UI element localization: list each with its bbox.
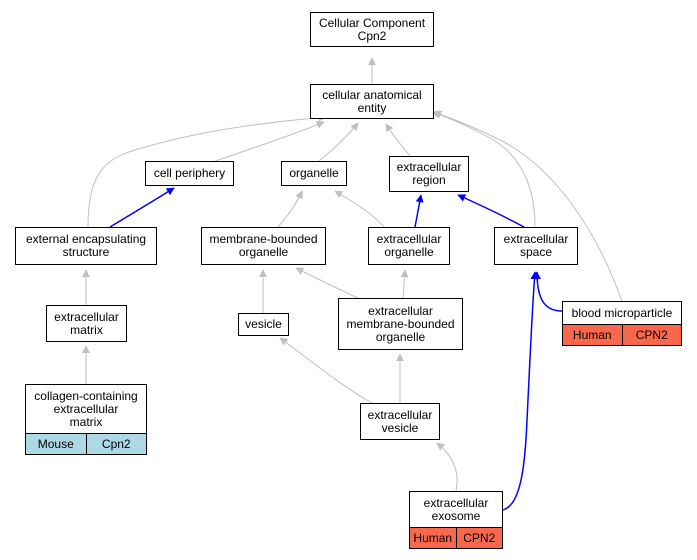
edge-ees-part-of-periphery [109,187,175,228]
node-label-line: entity [357,100,387,115]
edge-microparticle-part-of-space [533,271,563,312]
node-label-line: space [519,245,553,259]
node-label-line: membrane-bounded [346,316,455,331]
edge-space-part-of-region [457,194,525,228]
edge-extracellular-region-to-cae [385,123,411,157]
node-label: organelle [282,162,346,185]
node-label-line: extracellular [423,495,489,510]
node-label-line: extracellular [503,232,569,246]
species-tag: Mouse [26,434,86,454]
edge-cell-periphery-to-cae [214,121,325,162]
node-label-line: matrix [69,414,103,429]
node-label-line: extracellular [376,232,442,246]
edge-embo-to-mbo [295,267,359,299]
edge-exosome-part-of-space [502,271,539,511]
node-label: blood microparticle [563,302,681,324]
node-label-line: region [412,173,446,187]
gene-tag: Cpn2 [85,434,146,454]
node-label-line: external encapsulating [25,232,147,246]
node-label-line: extracellular [396,160,462,174]
node-label-line: extracellular [368,303,433,318]
edge-ev-to-vesicle [279,337,373,404]
edge-eo-to-organelle [334,190,385,228]
node-label-line: organelle [289,166,339,180]
node-label-line: vesicle [245,317,282,331]
node-label-line: organelle [384,245,434,259]
species-tag: Human [563,325,622,345]
edge-exosome-to-ev [436,442,458,492]
node-label-line: collagen-containing [34,388,138,403]
edge-microparticle-to-cae [433,110,623,302]
node-label-line: extracellular [367,407,433,422]
species-tag: Human [410,528,456,548]
node-label-line: cellular anatomical [322,87,422,102]
node-label-line: organelle [238,245,289,259]
edge-mbo-to-organelle [277,190,303,228]
gene-tag: CPN2 [455,528,502,548]
edge-organelle-to-cae [318,122,359,162]
edge-embo-to-eo [400,269,409,299]
node-label: cell periphery [146,162,233,185]
node-label-line: exosome [431,508,481,523]
node-label-line: Cpn2 [357,28,387,43]
node-label: vesicle [239,314,288,335]
node-label-line: extracellular [54,309,119,324]
node-vesicle[interactable]: vesicle [238,313,289,336]
node-label-line: matrix [70,322,103,337]
node-label-line: vesicle [381,420,419,435]
node-label-line: blood microparticle [571,305,673,320]
node-organelle[interactable]: organelle [281,161,347,186]
edge-space-to-cae [431,110,536,228]
edge-ees-to-cae [87,113,327,228]
node-label-line: cell periphery [153,166,226,180]
node-label-line: Cellular Component [318,15,426,30]
node-label-line: membrane-bounded [209,232,318,246]
node-label-line: extracellular [53,401,119,416]
node-cell-periphery[interactable]: cell periphery [145,161,234,186]
gene-tag: CPN2 [621,325,681,345]
node-label-line: structure [62,245,110,259]
edge-eo-part-of-region [414,194,424,228]
node-label-line: organelle [375,329,426,344]
